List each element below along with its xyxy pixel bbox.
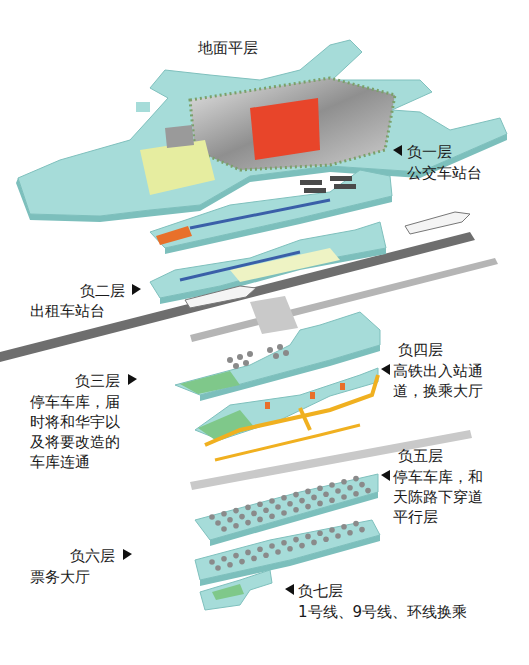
level-name: 负五层: [398, 446, 443, 466]
car-dot: [317, 501, 323, 507]
level-note: 票务大厅: [30, 567, 90, 587]
car-dot: [281, 510, 287, 516]
car-dot: [317, 530, 323, 536]
car-dot: [347, 485, 353, 491]
car-dot: [353, 476, 359, 482]
level-note: 停车车库，届时将和华宇以及将要改造的车库连通: [30, 392, 123, 472]
car-dot: [209, 514, 215, 520]
car-dot: [293, 492, 299, 498]
level-b6: [195, 520, 380, 586]
car-dot: [305, 489, 311, 495]
level-name: 负一层: [407, 142, 452, 162]
level-note: 公交车站台: [407, 163, 482, 183]
car-dot: [281, 540, 287, 546]
car-dot: [317, 485, 323, 491]
car-dot: [233, 508, 239, 514]
car-dot: [251, 511, 257, 517]
car-dot: [269, 498, 275, 504]
level-note: 停车车库，和天陈路下穿道平行层: [393, 467, 486, 527]
car-dot: [341, 524, 347, 530]
level-name: 负七层: [298, 581, 343, 601]
car-dot: [257, 517, 263, 523]
car-dot: [329, 482, 335, 488]
car-dot: [359, 527, 365, 533]
car-dot: [263, 552, 269, 558]
car-dot: [227, 562, 233, 568]
level-note: 出租车站台: [30, 301, 105, 321]
train: [185, 212, 470, 308]
car-dot: [287, 546, 293, 552]
car-dot: [209, 559, 215, 565]
car-dot: [299, 498, 305, 504]
car-dot: [245, 550, 251, 556]
car-dot: [221, 526, 227, 532]
level-note: 1号线、9号线、环线换乘: [298, 602, 467, 622]
car-dot: [251, 556, 257, 562]
car-dot: [245, 505, 251, 511]
car-dot: [275, 549, 281, 555]
rail-track: [0, 232, 475, 362]
car-dot: [233, 553, 239, 559]
car-dot: [233, 523, 239, 529]
level-name: 负二层: [80, 281, 125, 301]
level-b5: [195, 474, 378, 546]
car-dot: [365, 488, 371, 494]
level-name: 负六层: [70, 546, 115, 566]
car-dot: [329, 527, 335, 533]
car-dot: [215, 520, 221, 526]
car-dot: [257, 546, 263, 552]
level-note: 高铁出入站通道，换乘大厅: [393, 361, 486, 401]
level-name: 负三层: [75, 371, 120, 391]
car-dot: [239, 514, 245, 520]
level-b4: [195, 368, 378, 460]
car-dot: [359, 482, 365, 488]
car-dot: [293, 537, 299, 543]
car-dot: [311, 495, 317, 501]
car-dot: [353, 521, 359, 527]
car-dot: [311, 540, 317, 546]
car-dot: [305, 534, 311, 540]
level-name: 负四层: [398, 340, 443, 360]
car-dot: [245, 520, 251, 526]
car-dot: [287, 501, 293, 507]
car-dot: [275, 504, 281, 510]
car-dot: [281, 495, 287, 501]
car-dot: [299, 543, 305, 549]
car-dot: [341, 479, 347, 485]
car-dot: [269, 513, 275, 519]
car-dot: [341, 494, 347, 500]
car-dot: [221, 511, 227, 517]
car-dot: [323, 536, 329, 542]
car-dot: [263, 507, 269, 513]
car-dot: [305, 504, 311, 510]
car-dot: [329, 497, 335, 503]
car-dot: [239, 559, 245, 565]
car-dot: [353, 491, 359, 497]
level-b2: [150, 222, 386, 304]
car-dot: [335, 488, 341, 494]
car-dot: [323, 491, 329, 497]
car-dot: [215, 565, 221, 571]
pointer-triangle: [123, 145, 402, 595]
level-title: 地面平层: [198, 38, 258, 58]
car-dot: [335, 533, 341, 539]
car-dot: [347, 530, 353, 536]
car-dot: [227, 517, 233, 523]
car-dot: [257, 501, 263, 507]
car-dot: [269, 543, 275, 549]
car-dot: [221, 556, 227, 562]
level-b7: [200, 570, 272, 610]
ground-level: [16, 40, 507, 222]
car-dot: [293, 507, 299, 513]
